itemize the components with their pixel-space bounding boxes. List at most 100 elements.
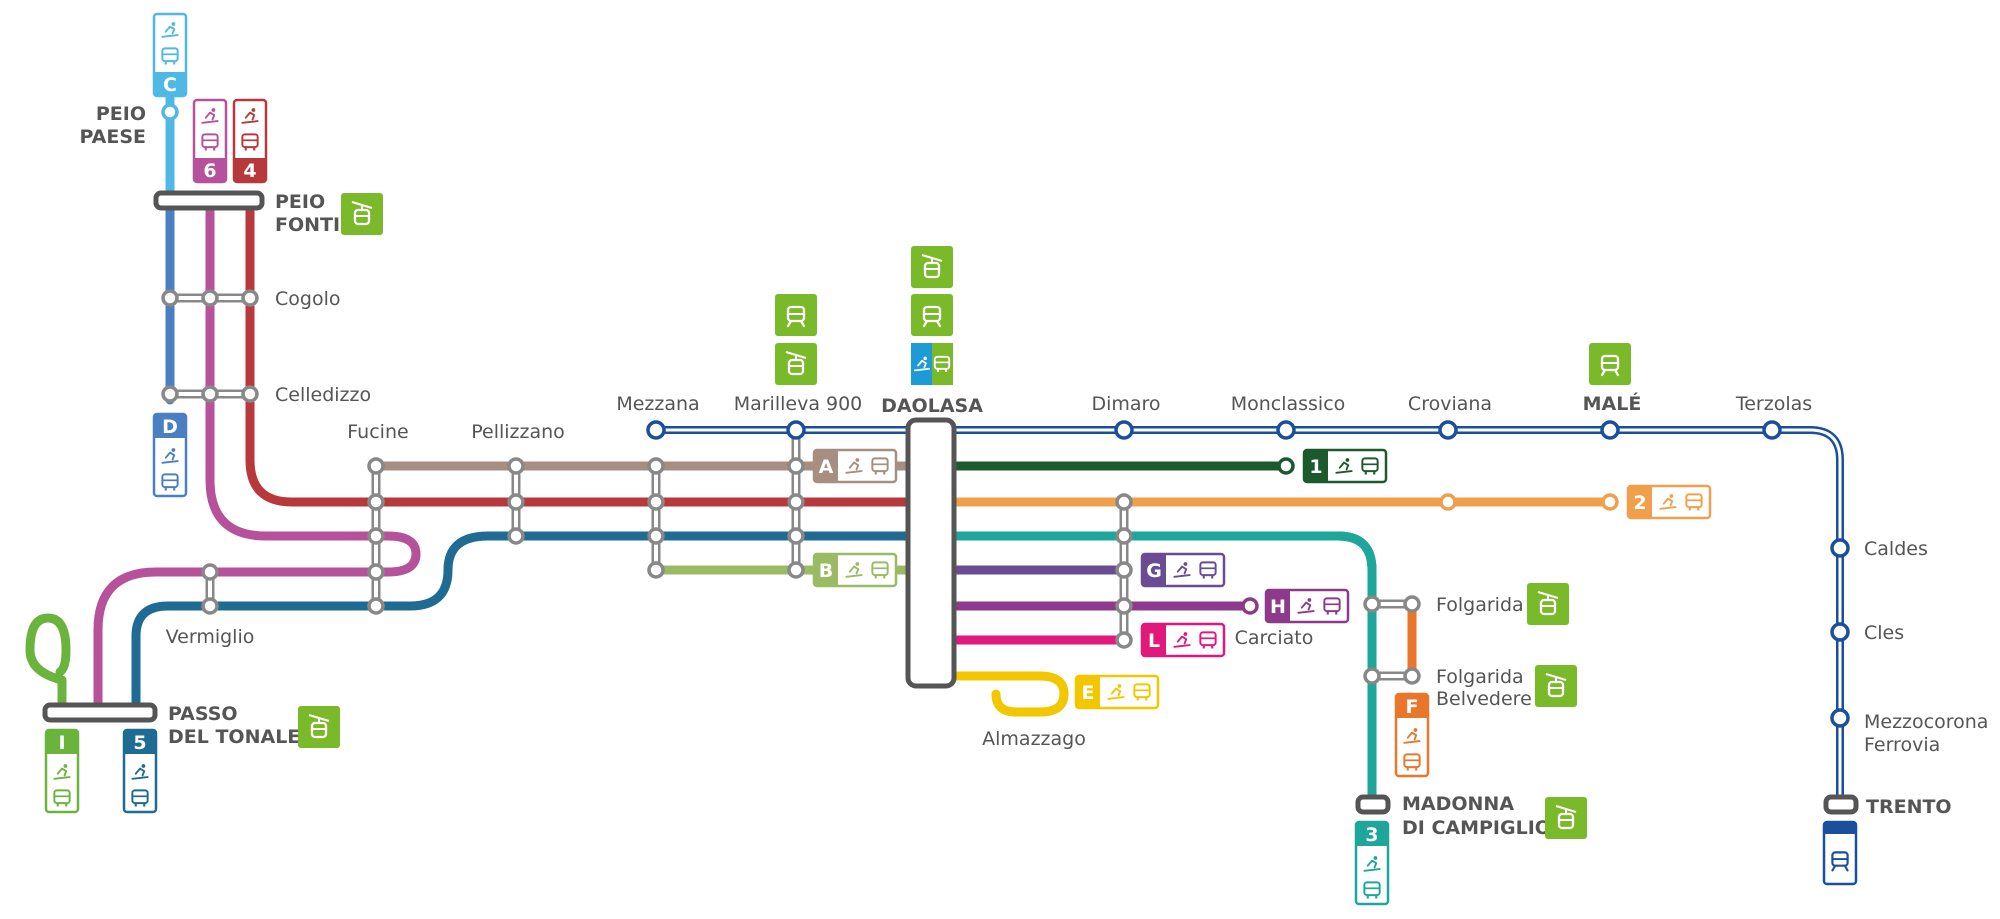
cablecar-icon-marilleva: [775, 343, 817, 385]
station-dot-mezzana-rail[interactable]: [646, 420, 666, 440]
badge-line-5[interactable]: 5: [122, 728, 158, 814]
svg-text:L: L: [1148, 630, 1160, 652]
station-dot-belvedere-3[interactable]: [1363, 667, 1381, 685]
badge-line-C[interactable]: C: [152, 12, 188, 98]
label-mezzana: Mezzana: [616, 393, 699, 415]
terminals: [42, 190, 1859, 815]
cablecar-icon-peio-fonti: [341, 193, 383, 235]
station-dot-marilleva-rail[interactable]: [786, 420, 806, 440]
label-campiglio-1: MADONNA: [1402, 793, 1514, 815]
badge-line-F[interactable]: F: [1394, 692, 1430, 778]
station-dot-mezzana-r[interactable]: [647, 493, 665, 511]
line-badges-horizontal: A B 1 2 G: [812, 448, 1712, 710]
station-dot-marilleva-5[interactable]: [787, 527, 805, 545]
svg-text:3: 3: [1365, 824, 1378, 846]
station-dot-cles[interactable]: [1830, 622, 1850, 642]
station-dot-dimaro-rail[interactable]: [1114, 420, 1134, 440]
station-dots: [161, 103, 1850, 728]
label-tonale-1: PASSO: [168, 703, 238, 725]
station-dot-dimaro-3[interactable]: [1115, 527, 1133, 545]
line-I-path: [25, 613, 71, 717]
badge-line-L[interactable]: L: [1140, 622, 1226, 658]
station-dot-dimaro-l[interactable]: [1115, 631, 1133, 649]
station-dot-carciato[interactable]: [1241, 597, 1259, 615]
label-carciato: Carciato: [1235, 627, 1314, 649]
station-dot-croviana-rail[interactable]: [1438, 420, 1458, 440]
badge-line-1[interactable]: 1: [1302, 448, 1388, 484]
station-dot-peio-paese[interactable]: [161, 103, 179, 121]
badge-line-E[interactable]: E: [1074, 674, 1160, 710]
station-dot-pellizzano-r[interactable]: [507, 493, 525, 511]
station-dot-cogolo-1[interactable]: [161, 289, 179, 307]
label-fucine: Fucine: [347, 421, 408, 443]
badge-line-A[interactable]: A: [812, 448, 898, 484]
svg-text:G: G: [1146, 560, 1162, 582]
station-dot-folgarida-f[interactable]: [1403, 595, 1421, 613]
line-paths: [25, 75, 1844, 805]
terminal-daolasa[interactable]: [905, 417, 957, 689]
label-peio-paese-2: PAESE: [79, 126, 146, 148]
station-dot-pellizzano-5[interactable]: [507, 527, 525, 545]
label-mezzocorona-1: Mezzocorona: [1864, 711, 1988, 733]
station-dot-marilleva-a[interactable]: [787, 457, 805, 475]
cablecar-icon-tonale: [298, 706, 340, 748]
badge-line-D[interactable]: D: [152, 412, 188, 498]
mode-icons: [298, 193, 1631, 839]
station-dot-fucine-5[interactable]: [367, 597, 385, 615]
station-dot-monclassico-rail[interactable]: [1276, 420, 1296, 440]
badge-line-I[interactable]: I: [44, 728, 80, 814]
station-dot-vermiglio-6[interactable]: [201, 563, 219, 581]
svg-text:A: A: [819, 456, 834, 478]
station-dot-fucine-a[interactable]: [367, 457, 385, 475]
svg-text:C: C: [163, 74, 177, 96]
station-dot-monclassico-1[interactable]: [1277, 457, 1295, 475]
station-dot-terzolas[interactable]: [1762, 420, 1782, 440]
label-marilleva: Marilleva 900: [734, 393, 863, 415]
station-dot-mezzocorona[interactable]: [1830, 708, 1850, 728]
badge-line-B[interactable]: B: [812, 552, 898, 588]
station-dot-dimaro-2[interactable]: [1115, 493, 1133, 511]
ski-bus-icon-daolasa: [911, 343, 953, 385]
station-dot-pellizzano-a[interactable]: [507, 457, 525, 475]
badge-line-H[interactable]: H: [1264, 588, 1350, 624]
station-dot-fucine-r[interactable]: [367, 493, 385, 511]
station-dot-dimaro-g[interactable]: [1115, 561, 1133, 579]
station-dot-dimaro-h[interactable]: [1115, 597, 1133, 615]
station-dot-celledizzo-2[interactable]: [201, 385, 219, 403]
station-dot-cogolo-3[interactable]: [241, 289, 259, 307]
badge-line-4[interactable]: 4: [232, 98, 268, 184]
station-dot-vermiglio-5[interactable]: [201, 597, 219, 615]
station-dot-belvedere-f[interactable]: [1403, 667, 1421, 685]
station-dot-mezzana-b[interactable]: [647, 561, 665, 579]
station-dot-mezzana-a[interactable]: [647, 457, 665, 475]
station-dot-folgarida-3[interactable]: [1363, 595, 1381, 613]
station-dot-croviana-2[interactable]: [1439, 493, 1457, 511]
badge-line-6[interactable]: 6: [192, 98, 228, 184]
label-peio-fonti-1: PEIO: [275, 191, 325, 213]
station-dot-marilleva-r[interactable]: [787, 493, 805, 511]
station-dot-male-2[interactable]: [1601, 493, 1619, 511]
line-4-path: [245, 195, 935, 507]
label-mezzocorona-2: Ferrovia: [1864, 734, 1940, 756]
label-vermiglio: Vermiglio: [166, 626, 255, 648]
station-dot-cogolo-2[interactable]: [201, 289, 219, 307]
terminal-trento[interactable]: [1823, 794, 1859, 815]
station-dot-mezzana-5[interactable]: [647, 527, 665, 545]
label-monclassico: Monclassico: [1231, 393, 1346, 415]
station-dot-marilleva-b[interactable]: [787, 561, 805, 579]
station-dot-male-rail[interactable]: [1600, 420, 1620, 440]
terminal-peio-fonti[interactable]: [153, 190, 265, 211]
label-cogolo: Cogolo: [275, 288, 340, 310]
badge-line-G[interactable]: G: [1140, 552, 1226, 588]
train-icon-daolasa: [911, 294, 953, 336]
station-dot-celledizzo-3[interactable]: [241, 385, 259, 403]
terminal-campiglio[interactable]: [1355, 794, 1391, 815]
badge-line-2[interactable]: 2: [1626, 484, 1712, 520]
station-dot-caldes[interactable]: [1830, 538, 1850, 558]
station-dot-fucine-6b[interactable]: [367, 563, 385, 581]
badge-line-3[interactable]: 3: [1354, 820, 1390, 906]
station-dot-celledizzo-1[interactable]: [161, 385, 179, 403]
svg-text:I: I: [58, 732, 65, 754]
station-dot-fucine-6[interactable]: [367, 527, 385, 545]
terminal-tonale[interactable]: [42, 702, 158, 723]
